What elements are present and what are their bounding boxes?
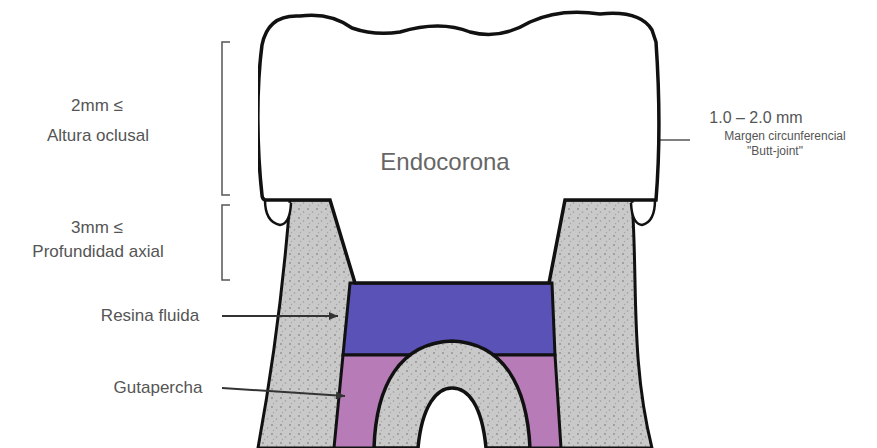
- dimension-name: Altura oclusal: [47, 126, 149, 146]
- dimension-value: 2mm ≤: [71, 96, 123, 116]
- endocrown-node: Endocorona: [258, 8, 662, 288]
- furcation-dentin: [374, 341, 530, 448]
- endocrown-shape: [258, 12, 659, 283]
- dimension-name: "Butt-joint": [747, 145, 803, 159]
- node-title: Endocorona: [380, 148, 509, 176]
- dimension-bracket: [222, 205, 230, 280]
- part-label: Gutapercha: [114, 378, 203, 398]
- leader-arrow: [222, 315, 338, 317]
- dimension-name: Margen circunferencial: [724, 130, 845, 144]
- leader-arrow: [222, 388, 345, 396]
- cervical-margin: [265, 200, 291, 225]
- cervical-margin: [631, 200, 655, 225]
- dimension-value: 3mm ≤: [71, 218, 123, 238]
- endocrown-outline: [258, 8, 662, 288]
- dimension-bracket: [222, 42, 230, 195]
- dimension-name: Profundidad axial: [32, 242, 163, 262]
- furcation-arch: [418, 388, 486, 448]
- dimension-value: 1.0 – 2.0 mm: [709, 109, 802, 127]
- part-label: Resina fluida: [101, 306, 199, 326]
